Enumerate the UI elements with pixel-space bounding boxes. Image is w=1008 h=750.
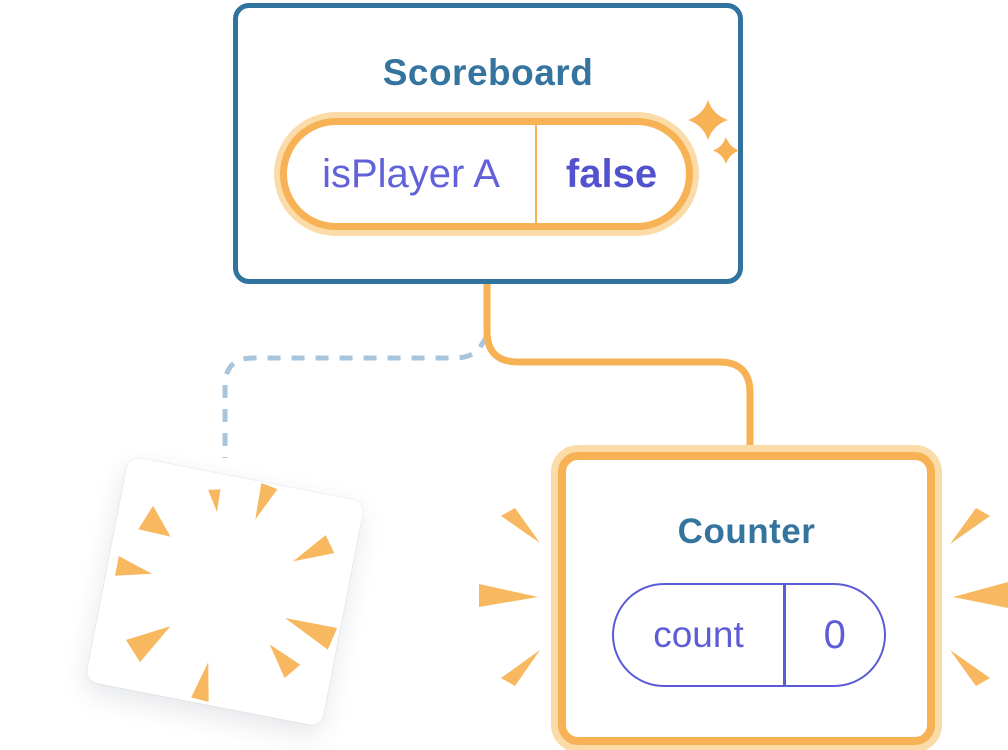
state-key-label: count [653,614,744,655]
burst-ray [114,556,153,576]
emphasis-wedge-right-top [950,508,990,544]
burst-ray [269,644,301,678]
burst-ray [138,505,171,537]
emphasis-wedge-left-middle [479,584,538,607]
emphasis-wedge-right-middle [953,582,1008,608]
burst-ray [255,482,278,520]
scoreboard-state-pill: isPlayer A false [280,118,693,230]
burst-ray [208,489,221,513]
dashed-connector-removed-branch [222,334,490,458]
burst-ray [292,535,335,562]
burst-icon [114,482,338,702]
counter-card: Counter count 0 [558,452,935,745]
state-value-label: false [565,151,658,196]
scoreboard-card: Scoreboard isPlayer A false [233,3,743,284]
burst-ray [125,626,171,663]
emphasis-wedge-left-top [501,508,540,543]
pill-divider [783,585,786,685]
destroyed-card [85,456,365,727]
burst-ray [285,617,338,650]
counter-state-pill: count 0 [612,583,886,687]
scoreboard-title: Scoreboard [382,52,594,93]
state-key-label: isPlayer A [322,151,500,196]
counter-title: Counter [677,512,816,551]
state-value-label: 0 [823,612,846,657]
emphasis-wedge-right-bottom [950,650,990,686]
sparkle-icon [688,100,739,164]
sparkle-small [713,137,739,164]
orange-connector-rendered-branch [483,283,754,458]
sparkle-large [688,100,728,140]
emphasis-wedge-left-bottom [501,650,540,686]
pill-divider [535,125,537,223]
burst-ray [191,662,209,702]
